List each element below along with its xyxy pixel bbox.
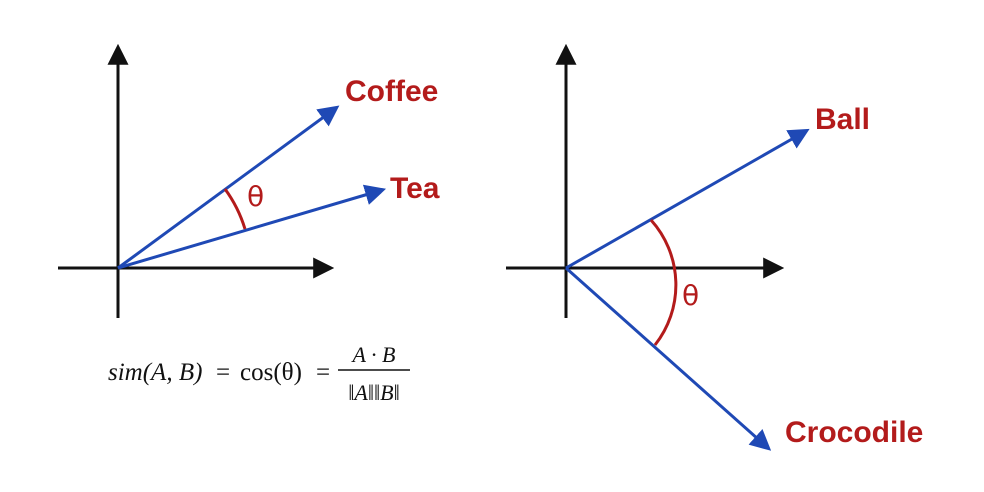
crocodile-label: Crocodile [785, 416, 923, 449]
formula-equals-1: = [216, 359, 230, 386]
tea-label: Tea [390, 172, 440, 205]
formula-lhs-func: sim [108, 359, 143, 386]
formula-lhs-args: (A, B) [143, 359, 203, 386]
tea-vector [117, 184, 387, 270]
ball-label: Ball [815, 103, 870, 136]
coffee-vector [117, 105, 340, 270]
left-diagram: Coffee Tea θ [58, 43, 440, 318]
coffee-label: Coffee [345, 75, 438, 108]
formula-cosine: cos(θ) [240, 359, 302, 386]
right-diagram: Ball Crocodile θ [506, 43, 923, 451]
formula-equals-2: = [316, 359, 330, 386]
right-theta-label: θ [682, 279, 699, 312]
formula-lhs: sim(A, B) [108, 359, 202, 386]
left-theta-label: θ [247, 180, 264, 213]
formula-cosine-text: cos(θ) [240, 359, 302, 386]
formula-numerator: A · B [351, 342, 396, 367]
right-angle-arc [649, 218, 678, 346]
crocodile-vector [565, 266, 772, 451]
left-angle-arc [223, 188, 247, 230]
formula-denominator: ‖A‖‖B‖ [348, 380, 400, 405]
ball-vector [565, 128, 810, 270]
cosine-similarity-formula: sim(A, B) = cos(θ) = A · B ‖A‖‖B‖ [108, 342, 410, 405]
